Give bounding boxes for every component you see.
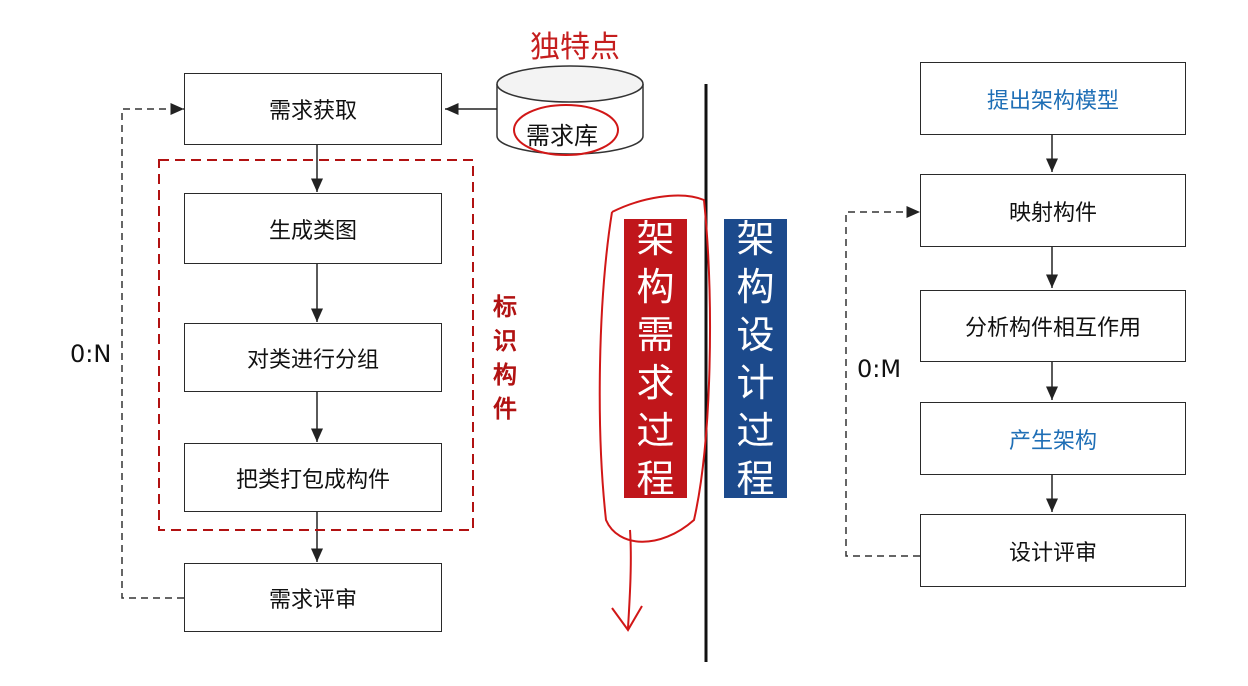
red-arrow-head <box>611 605 643 632</box>
group-label-char: 识 <box>493 327 517 355</box>
box-package-classes: 把类打包成构件 <box>184 443 442 512</box>
box-design-review: 设计评审 <box>920 514 1186 587</box>
banner-char: 程 <box>636 456 675 501</box>
group-rect <box>158 159 474 531</box>
banner-char: 需 <box>636 312 675 357</box>
group-label-char: 标 <box>493 293 517 321</box>
box-map-components: 映射构件 <box>920 174 1186 247</box>
group-label-char: 件 <box>493 395 517 423</box>
box-group-classes: 对类进行分组 <box>184 323 442 392</box>
banner-char: 构 <box>636 264 675 309</box>
box-produce-architecture: 产生架构 <box>920 402 1186 475</box>
banner-char: 架 <box>736 216 775 261</box>
box-requirement-gathering: 需求获取 <box>184 73 442 145</box>
banner-char: 架 <box>636 216 675 261</box>
group-label: 标 识 构 件 <box>493 290 517 426</box>
red-bracket-annotation <box>598 194 711 543</box>
left-loop-label: 0:N <box>70 340 112 368</box>
red-circle-annotation <box>513 104 619 156</box>
banner-design-process: 架 构 设 计 过 程 <box>724 217 787 501</box>
banner-char: 过 <box>636 408 675 453</box>
repository-cylinder <box>496 65 644 155</box>
red-arrow-line <box>627 529 632 629</box>
box-generate-class-diagram: 生成类图 <box>184 193 442 264</box>
banner-char: 过 <box>736 408 775 453</box>
box-propose-architecture-model: 提出架构模型 <box>920 62 1186 135</box>
top-note: 独特点 <box>530 30 620 65</box>
banner-char: 求 <box>636 360 675 405</box>
banner-requirements-process: 架 构 需 求 过 程 <box>624 217 687 501</box>
box-requirement-review: 需求评审 <box>184 563 442 632</box>
box-analyze-interactions: 分析构件相互作用 <box>920 290 1186 362</box>
left-loop-line <box>121 103 184 599</box>
right-loop-line <box>845 206 920 557</box>
banner-char: 设 <box>736 312 775 357</box>
banner-char: 程 <box>736 456 775 501</box>
banner-char: 计 <box>736 360 775 405</box>
banner-char: 构 <box>736 264 775 309</box>
repo-label: 需求库 <box>526 122 598 150</box>
right-loop-label: 0:M <box>857 355 902 383</box>
group-label-char: 构 <box>493 361 517 389</box>
